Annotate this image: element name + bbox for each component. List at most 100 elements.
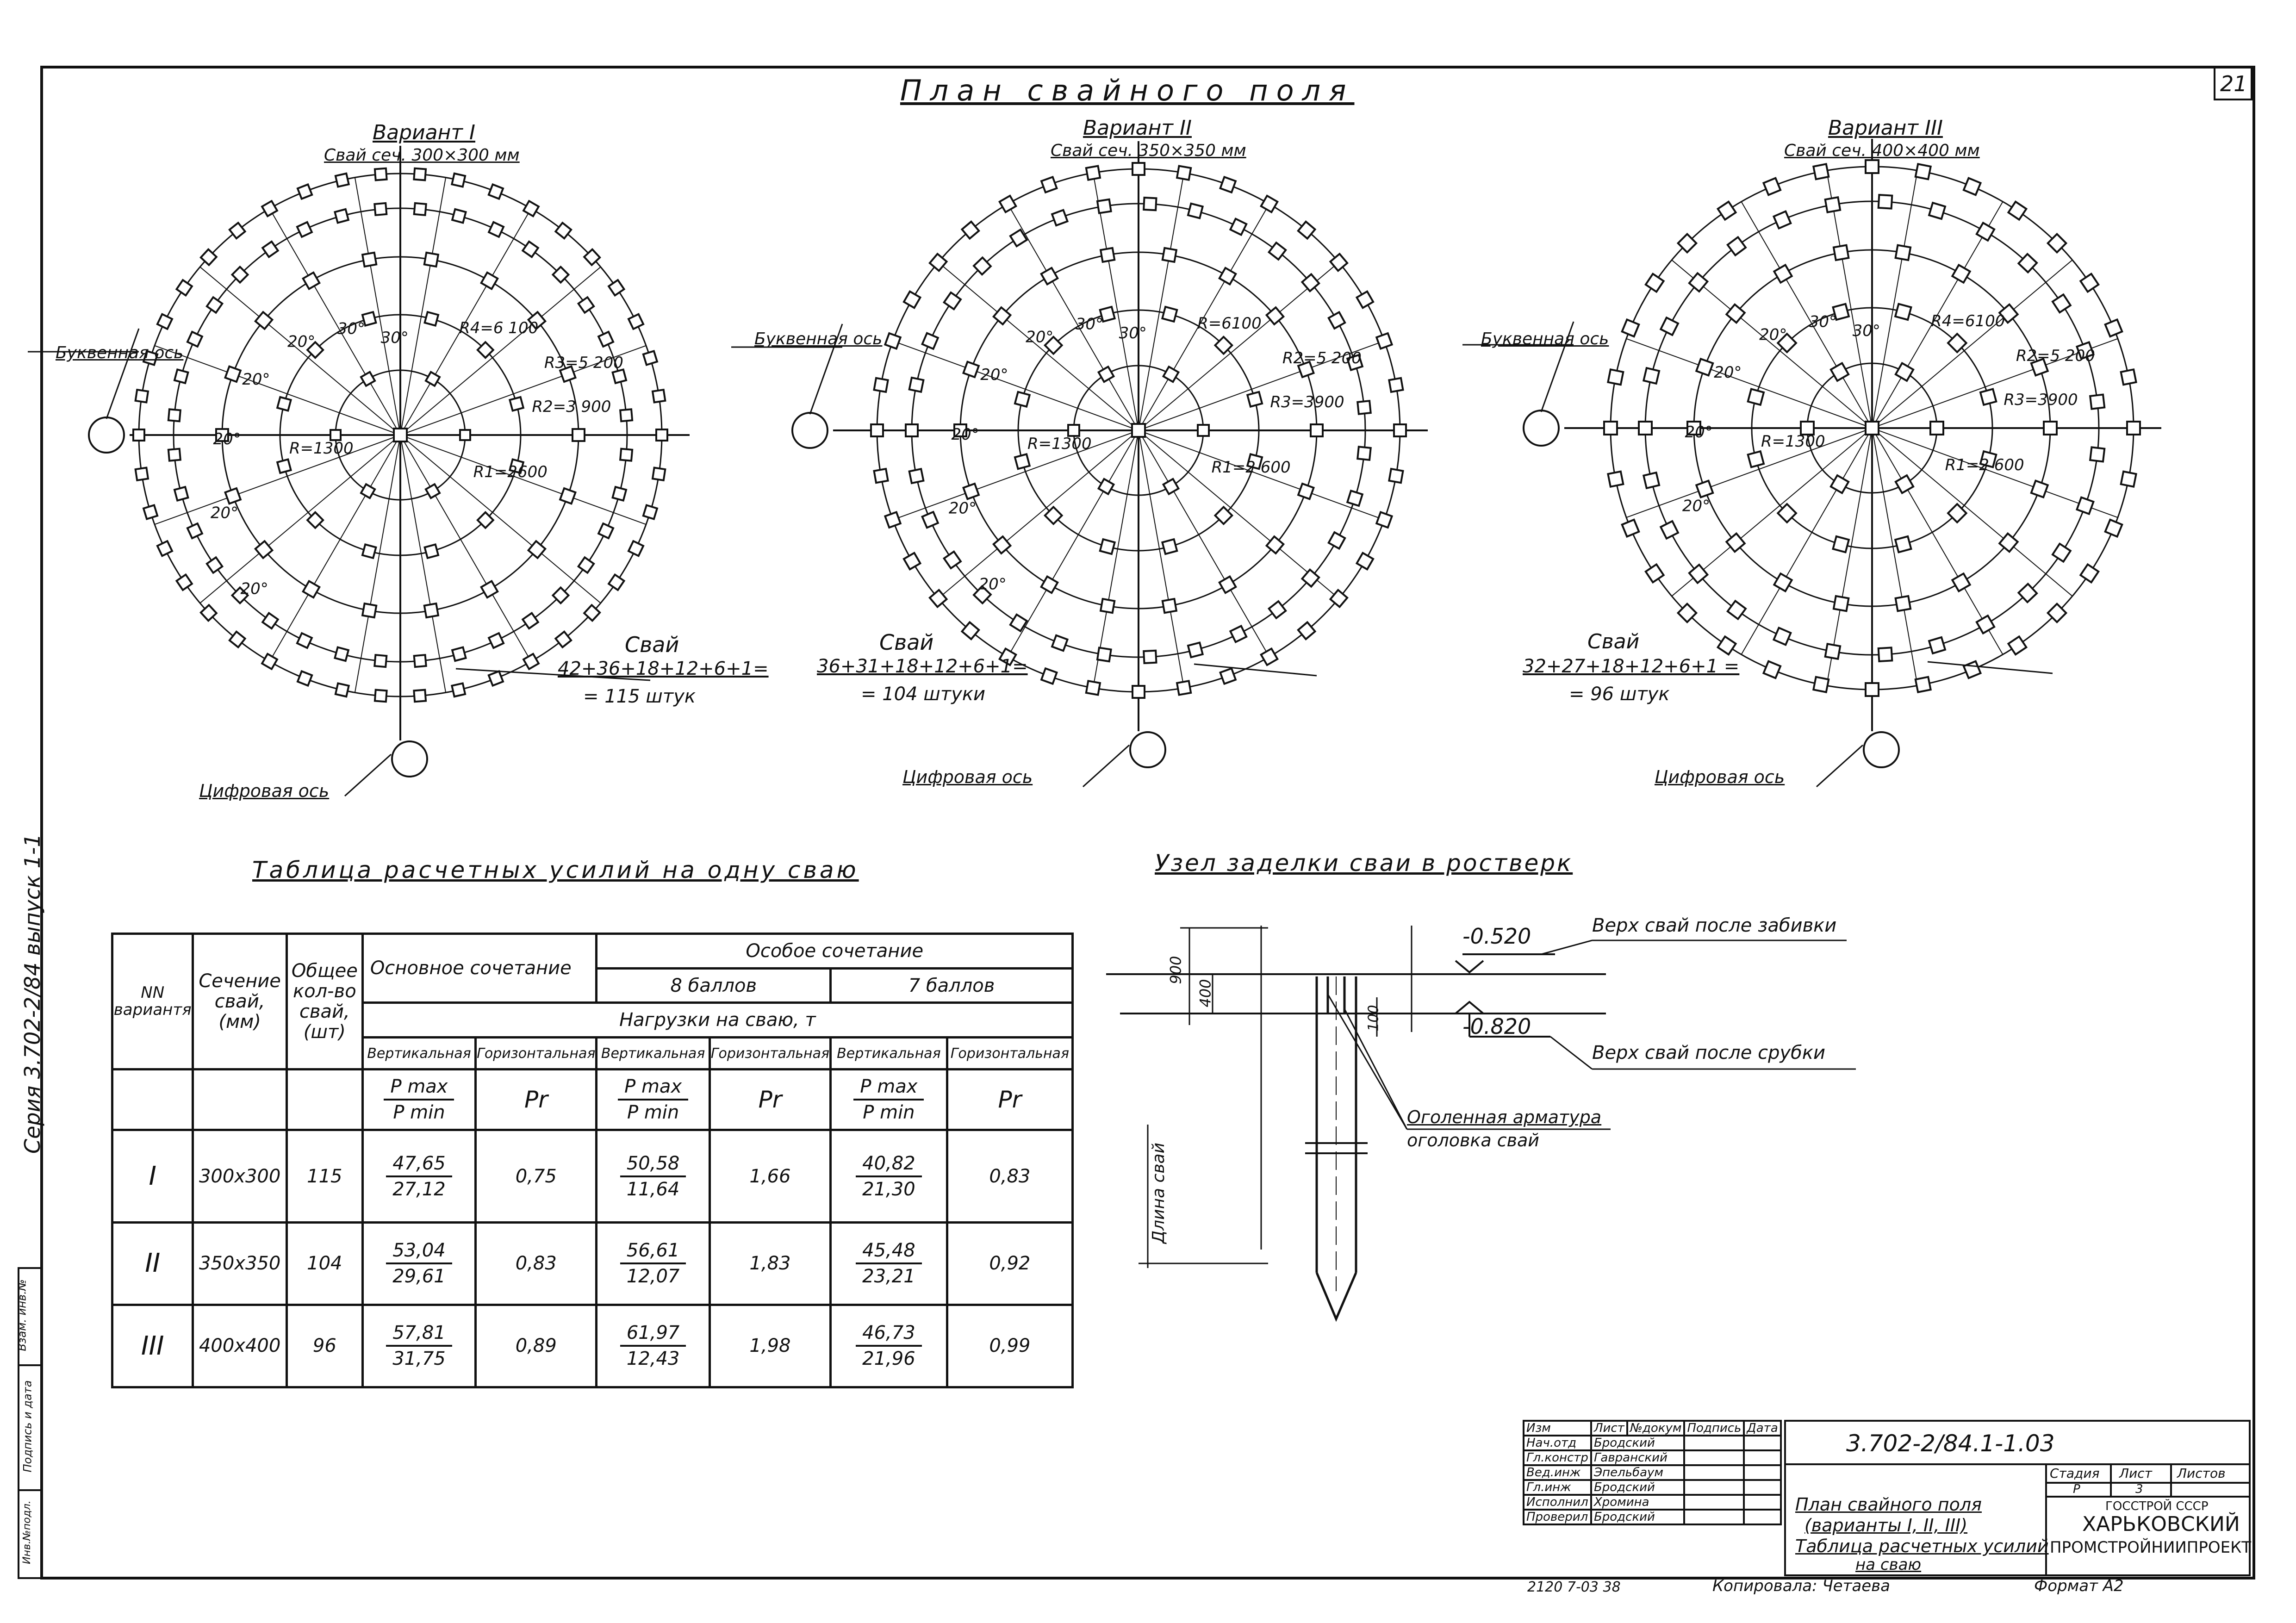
pile (508, 396, 525, 412)
pile (302, 271, 321, 291)
radius-label: R4=6100 (1931, 312, 2005, 330)
pile (373, 202, 388, 217)
pile (554, 221, 572, 240)
pile (1356, 399, 1372, 415)
pile (1773, 263, 1793, 284)
pile (261, 653, 279, 671)
pile (1832, 535, 1850, 553)
letter-axis-leader (106, 328, 140, 419)
pile (521, 611, 540, 630)
header-section: Сечение свай, (мм) (192, 932, 288, 1071)
radial-line (1138, 173, 1185, 431)
radial-line (1872, 428, 1918, 686)
header-loads: Нагрузки на сваю, т (361, 1001, 1074, 1039)
pile (1829, 361, 1850, 382)
pile (1695, 479, 1714, 499)
pile (1229, 218, 1248, 236)
pile (928, 589, 948, 609)
pile (2007, 635, 2028, 656)
pile (450, 172, 467, 188)
pile (1219, 175, 1237, 194)
pile (1607, 470, 1624, 488)
pile (1265, 535, 1285, 555)
header-pr-basic: Pr (474, 1068, 598, 1132)
pile (1085, 680, 1101, 696)
pile (1375, 511, 1394, 529)
pile (1099, 247, 1116, 263)
table-title: Таблица расчетных усилий на одну сваю (252, 857, 859, 883)
top-note: Верх свай после забивки (1592, 915, 1837, 936)
pile (921, 510, 940, 529)
pile (2030, 479, 2049, 499)
pile (1162, 478, 1180, 496)
radial-line (269, 435, 401, 662)
variant-2-count-formula: 36+31+18+12+6+1= (817, 656, 1028, 677)
pile (1832, 244, 1850, 261)
pile (651, 388, 666, 404)
header-vert-7: Вертикальная (829, 1036, 948, 1071)
radial-line (1138, 430, 1185, 688)
pile (651, 466, 666, 482)
pile (908, 376, 925, 393)
radial-line (400, 267, 601, 435)
pile (960, 220, 980, 240)
org-line-1: ГОССТРОЙ СССР (2105, 1499, 2209, 1513)
pile (1213, 505, 1234, 526)
pile (306, 511, 324, 529)
dim-400: 400 (1196, 979, 1214, 1007)
angle-label: 20° (240, 580, 268, 598)
radial-line (400, 435, 447, 693)
pile (1187, 641, 1204, 659)
pile (1009, 228, 1028, 248)
pile (1773, 572, 1793, 593)
radial-line (269, 208, 401, 435)
pile (962, 361, 980, 379)
pile (423, 311, 440, 327)
pile (1951, 263, 1972, 284)
letter-axis-label-2: Буквенная ось (754, 330, 883, 348)
pile (1642, 471, 1661, 490)
pile (1327, 311, 1346, 330)
angle-label: 20° (287, 333, 315, 351)
pile (476, 341, 495, 359)
header-num: NN вариантя (111, 932, 194, 1071)
pile (1327, 531, 1346, 550)
pile (1772, 210, 1792, 230)
radial-line (400, 435, 532, 662)
radial-line (354, 435, 401, 693)
pile (884, 511, 902, 529)
pile (413, 167, 427, 181)
pile (1962, 177, 1982, 196)
variant-3-name: Вариант III (1828, 116, 1943, 140)
pile (1747, 388, 1765, 406)
radial-line (938, 430, 1139, 599)
pile (559, 487, 577, 505)
radius-label: R4=6 100 (459, 319, 538, 337)
pile (261, 199, 279, 218)
pile (296, 183, 313, 200)
angle-label: 30° (381, 329, 409, 347)
pile (254, 311, 274, 330)
pile (224, 487, 242, 505)
pile (132, 429, 145, 442)
pile (583, 248, 601, 267)
pile (1621, 318, 1640, 338)
pile (1644, 272, 1665, 293)
pile (1388, 377, 1404, 393)
pile (1040, 575, 1059, 594)
bottom-note: Верх свай после срубки (1592, 1042, 1826, 1063)
pile (2075, 341, 2095, 360)
archive-number: 2120 7-03 38 (1527, 1579, 1621, 1595)
pile (1686, 421, 1701, 435)
pile (1726, 236, 1747, 257)
pile (1051, 209, 1069, 227)
radius-label: R1=2 600 (1212, 458, 1291, 477)
header-vert-8: Вертикальная (595, 1036, 711, 1071)
pile (142, 504, 159, 521)
radial-line (892, 340, 1139, 431)
pile (1097, 365, 1115, 383)
pile (1644, 563, 1665, 584)
header-horiz-8: Горизонтальная (708, 1036, 832, 1071)
stage-value: Р (2073, 1482, 2080, 1496)
